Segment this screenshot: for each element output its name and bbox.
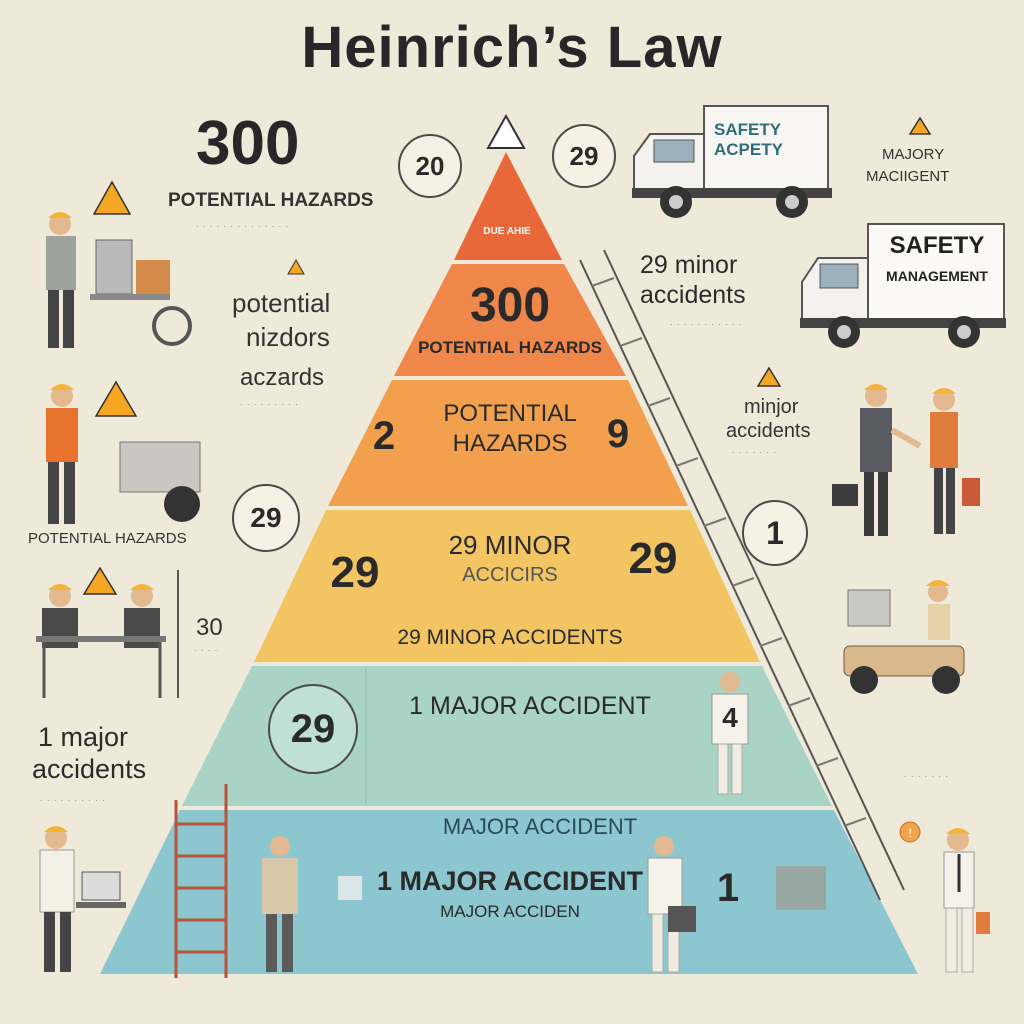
- tier5-right-number: 1: [716, 866, 740, 910]
- minjor-fineprint: · · · · · · ·: [732, 448, 777, 457]
- safety-truck-top: [632, 104, 836, 222]
- label-majory: MAJORY: [882, 146, 945, 163]
- label-nizdors: nizdors: [246, 322, 330, 352]
- top-count-circle-left: 20: [398, 134, 462, 198]
- alert-bubble-icon: !: [898, 820, 922, 850]
- label-1-major: 1 major: [38, 722, 129, 752]
- thirty-fineprint: · · · ·: [194, 646, 219, 655]
- pyramid-apex-tier: [454, 152, 562, 260]
- worker-with-machine-figure: [36, 380, 206, 530]
- top-hazard-label: POTENTIAL HAZARDS: [168, 190, 374, 211]
- warning-icon: [908, 116, 932, 136]
- tier1-label: POTENTIAL HAZARDS: [418, 338, 602, 357]
- truck-top-sign: SAFETY ACPETY: [714, 120, 783, 159]
- tier3-bottom-label: 29 MINOR ACCIDENTS: [397, 626, 623, 649]
- label-29-minor-accidents: 29 minor accidents: [640, 251, 746, 309]
- svg-text:!: !: [908, 826, 911, 840]
- tier3-left-number: 29: [330, 548, 380, 597]
- tier5-line2: MAJOR ACCIDEN: [440, 902, 580, 921]
- tier5-heading: MAJOR ACCIDENT: [442, 814, 638, 839]
- tier1-number: 300: [469, 279, 551, 332]
- worker-with-cart-figure: [36, 180, 196, 352]
- tier2-left-number: 2: [372, 414, 396, 458]
- tier4-label: 1 MAJOR ACCIDENT: [409, 692, 651, 720]
- apex-label: DUE AHIE: [483, 226, 531, 237]
- tier4-badge: 4: [722, 702, 738, 733]
- label-accidents: accidents: [726, 420, 811, 442]
- top-count-circle-right: 29: [552, 124, 616, 188]
- label-aczards: aczards: [240, 364, 325, 391]
- label-thirty: 30: [196, 614, 223, 641]
- tier5-line1: 1 MAJOR ACCIDENT: [376, 866, 644, 896]
- tier2-line1: POTENTIAL: [443, 400, 577, 427]
- forklift-worker-figure: [838, 576, 988, 700]
- label-potential: potential: [232, 288, 331, 318]
- page-title: Heinrich’s Law: [301, 15, 723, 80]
- workers-at-desk-figure: [36, 566, 186, 702]
- top-hazard-fineprint: · · · · · · · · · · · · · ·: [196, 222, 290, 231]
- handshake-workers-figure: [830, 380, 990, 540]
- warning-icon: [286, 258, 306, 276]
- label-potential-hazards-left: POTENTIAL HAZARDS: [28, 530, 187, 547]
- tier2-right-number: 9: [606, 412, 630, 456]
- right-fineprint: · · · · · · ·: [904, 772, 949, 781]
- tier2-line2: HAZARDS: [452, 430, 568, 457]
- warning-icon: [756, 366, 782, 388]
- tier3-line2: ACCICIRS: [462, 564, 558, 586]
- label-minjor: minjor: [744, 396, 799, 418]
- aczards-fineprint: · · · · · · · · ·: [240, 400, 299, 409]
- minor-accidents-fineprint: · · · · · · · · · · ·: [670, 320, 743, 329]
- tier3-right-number: 29: [628, 534, 678, 583]
- label-accidents-left: accidents: [32, 754, 147, 784]
- right-count-circle: 1: [742, 500, 808, 566]
- worker-at-laptop-figure: [32, 824, 132, 976]
- tier4-count-circle: 29: [268, 684, 358, 774]
- right-manager-figure: [924, 826, 994, 976]
- tier3-line1: 29 MINOR: [448, 530, 572, 560]
- label-maciigent: MACIIGENT: [866, 168, 950, 185]
- top-hazard-number: 300: [196, 109, 300, 178]
- major-fineprint: · · · · · · · · · ·: [40, 796, 106, 805]
- left-count-circle: 29: [232, 484, 300, 552]
- truck-right-sign-line2: MANAGEMENT: [886, 268, 988, 284]
- truck-right-sign-line1: SAFETY: [889, 232, 985, 259]
